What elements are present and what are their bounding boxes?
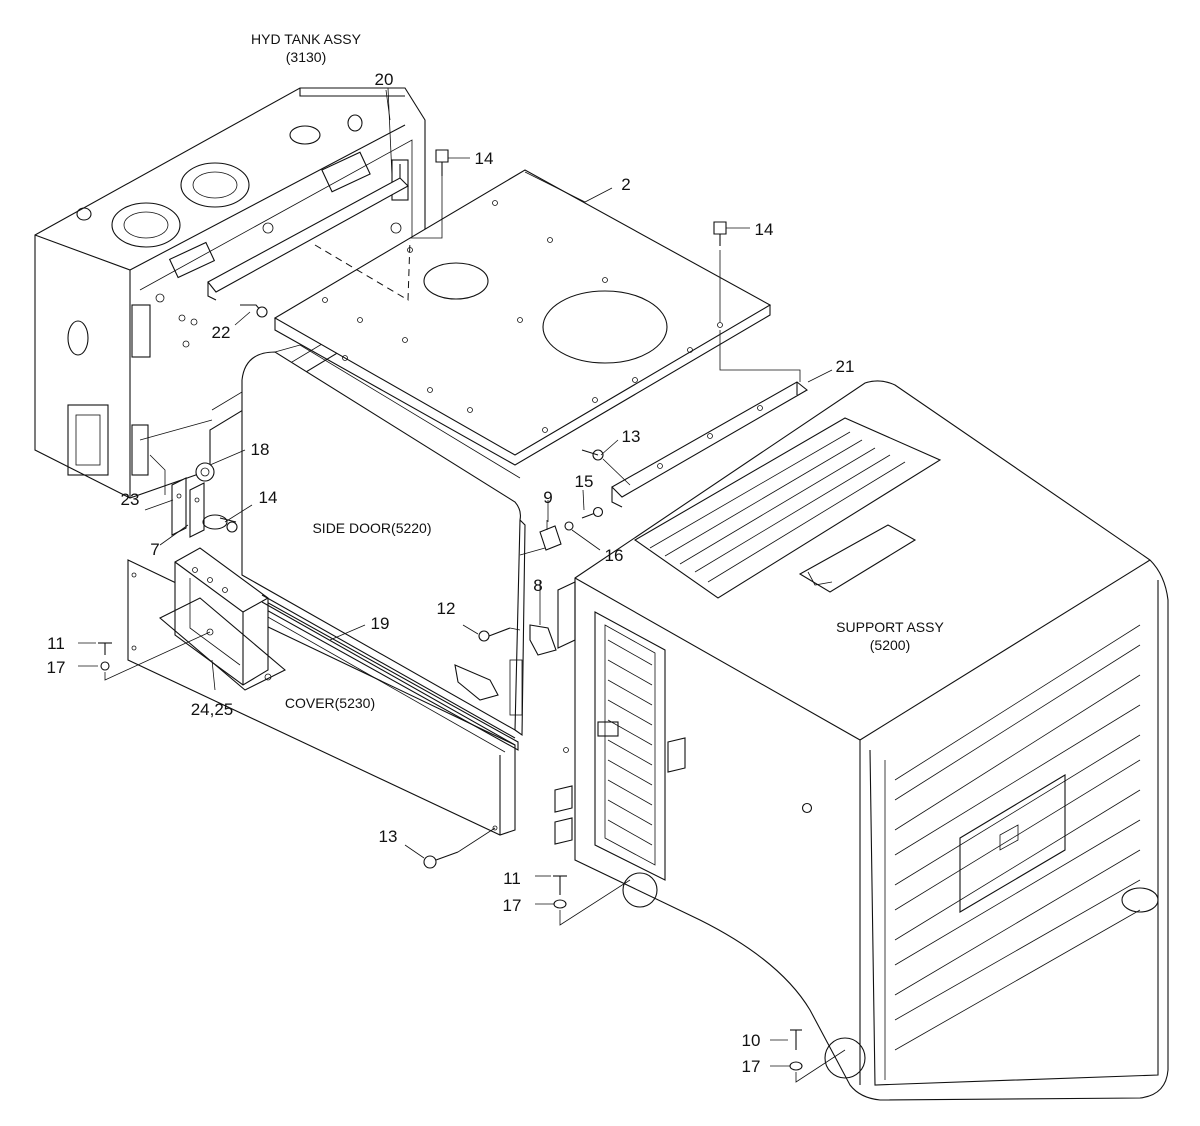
callout-9: 9 [543, 488, 552, 507]
callout-20: 20 [375, 70, 394, 89]
callout-10: 10 [742, 1031, 761, 1050]
callout-14-lower: 14 [259, 488, 278, 507]
callout-12: 12 [437, 599, 456, 618]
hyd-tank-assy-code: (3130) [286, 49, 326, 65]
callout-13-lower: 13 [379, 827, 398, 846]
callout-14-right: 14 [755, 220, 774, 239]
callout-11-middle: 11 [503, 869, 521, 888]
side-door-assembly [241, 344, 526, 737]
hyd-tank-assy-label: HYD TANK ASSY [251, 31, 362, 47]
callout-2: 2 [621, 175, 630, 194]
callout-19: 19 [371, 614, 390, 633]
callout-21: 21 [836, 357, 855, 376]
callout-18: 18 [251, 440, 270, 459]
hyd-tank-assembly [34, 87, 426, 499]
support-assy-label: SUPPORT ASSY [836, 619, 944, 635]
callout-17-middle: 17 [503, 896, 522, 915]
bracket-part-20 [207, 87, 409, 301]
callout-7: 7 [150, 540, 159, 559]
callout-8: 8 [533, 576, 542, 595]
support-assembly [554, 380, 1169, 1101]
callout-15: 15 [575, 472, 594, 491]
callout-24-25: 24,25 [191, 700, 234, 719]
callout-22: 22 [212, 323, 231, 342]
callout-13-upper: 13 [622, 427, 641, 446]
callout-23: 23 [121, 490, 140, 509]
callout-17-left: 17 [47, 658, 66, 677]
leader-lines [78, 89, 833, 1067]
bar-part-19 [261, 594, 516, 746]
support-assy-code: (5200) [870, 637, 910, 653]
callout-16: 16 [605, 546, 624, 565]
fastener-bolts [98, 149, 846, 1083]
side-door-label: SIDE DOOR(5220) [312, 520, 431, 536]
cover-label: COVER(5230) [285, 695, 375, 711]
callout-17-lower: 17 [742, 1057, 761, 1076]
handle-bracket-part-24-25 [159, 547, 286, 691]
bracket-part-21 [611, 381, 808, 508]
top-plate-part-2 [273, 169, 772, 466]
callout-11-left: 11 [47, 634, 65, 653]
callout-14-top: 14 [475, 149, 494, 168]
